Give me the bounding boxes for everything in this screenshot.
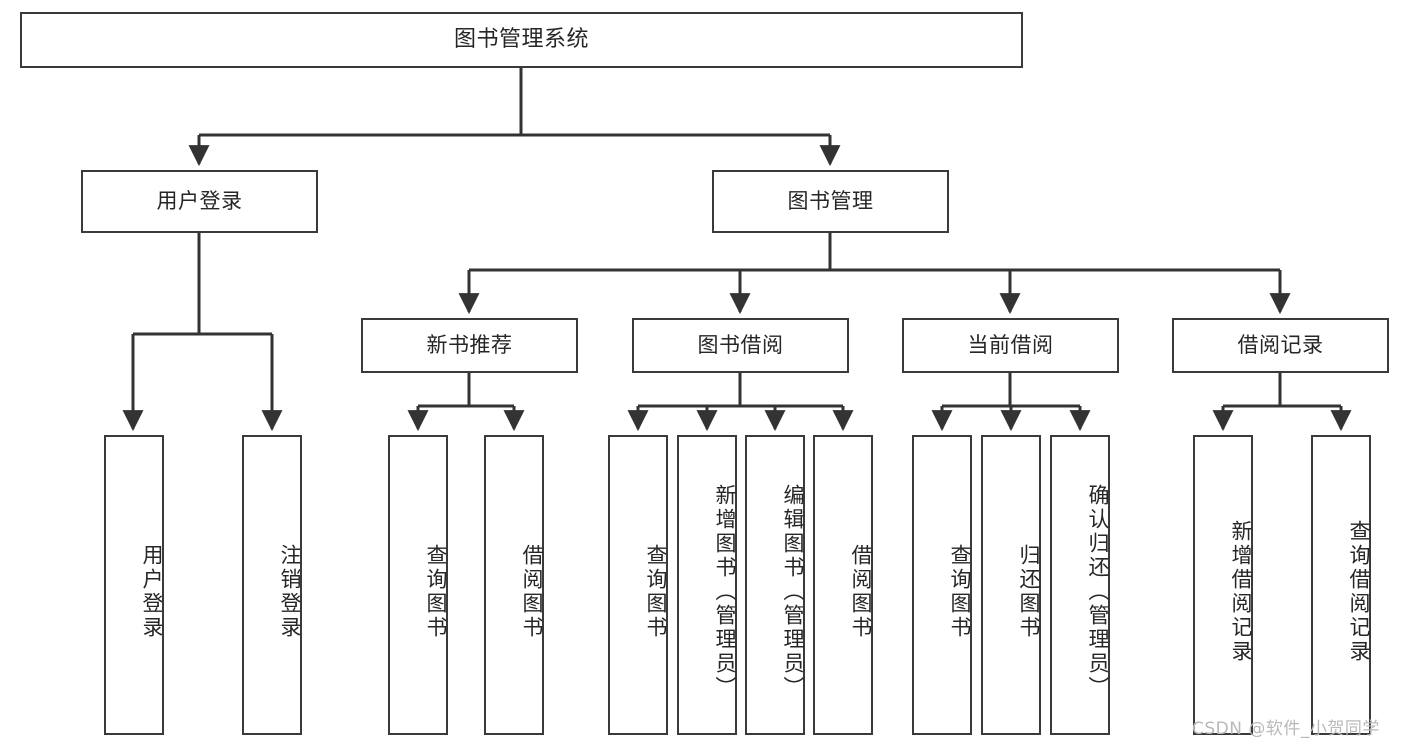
node-root[interactable]: 图书管理系统 (20, 12, 1023, 68)
node-leaf-query-book-2[interactable]: 查询图书 (608, 435, 668, 735)
node-leaf-query-record-label: 查询借阅记录 (1347, 520, 1371, 664)
node-book-manage-label: 图书管理 (787, 188, 874, 213)
node-leaf-user-login-label: 用户登录 (140, 544, 164, 640)
node-borrow-record-label: 借阅记录 (1237, 332, 1324, 357)
watermark: CSDN @软件_小贺同学 (1192, 719, 1380, 739)
node-leaf-add-book-label: 新增图书（管理员） (713, 484, 737, 700)
node-leaf-query-record[interactable]: 查询借阅记录 (1311, 435, 1371, 735)
node-leaf-query-book-3-label: 查询图书 (948, 544, 972, 640)
node-leaf-user-logout[interactable]: 注销登录 (242, 435, 302, 735)
node-book-borrow-label: 图书借阅 (697, 332, 784, 357)
node-leaf-query-book-3[interactable]: 查询图书 (912, 435, 972, 735)
node-leaf-borrow-book-1[interactable]: 借阅图书 (484, 435, 544, 735)
node-leaf-add-record-label: 新增借阅记录 (1229, 520, 1253, 664)
node-current-borrow[interactable]: 当前借阅 (902, 318, 1119, 373)
node-leaf-user-login[interactable]: 用户登录 (104, 435, 164, 735)
node-leaf-add-book[interactable]: 新增图书（管理员） (677, 435, 737, 735)
node-leaf-add-record[interactable]: 新增借阅记录 (1193, 435, 1253, 735)
node-book-manage[interactable]: 图书管理 (712, 170, 949, 233)
node-new-book-recommend-label: 新书推荐 (426, 332, 513, 357)
node-leaf-borrow-book-2-label: 借阅图书 (849, 544, 873, 640)
node-user-login[interactable]: 用户登录 (81, 170, 318, 233)
node-leaf-return-book[interactable]: 归还图书 (981, 435, 1041, 735)
node-leaf-confirm-return-label: 确认归还（管理员） (1086, 484, 1110, 700)
node-leaf-edit-book[interactable]: 编辑图书（管理员） (745, 435, 805, 735)
node-root-label: 图书管理系统 (453, 26, 589, 52)
node-leaf-query-book-1[interactable]: 查询图书 (388, 435, 448, 735)
node-leaf-borrow-book-2[interactable]: 借阅图书 (813, 435, 873, 735)
node-leaf-confirm-return[interactable]: 确认归还（管理员） (1050, 435, 1110, 735)
node-leaf-query-book-2-label: 查询图书 (644, 544, 668, 640)
node-current-borrow-label: 当前借阅 (967, 332, 1054, 357)
node-leaf-user-logout-label: 注销登录 (278, 544, 302, 640)
node-leaf-edit-book-label: 编辑图书（管理员） (781, 484, 805, 700)
node-borrow-record[interactable]: 借阅记录 (1172, 318, 1389, 373)
node-book-borrow[interactable]: 图书借阅 (632, 318, 849, 373)
node-leaf-return-book-label: 归还图书 (1017, 544, 1041, 640)
node-leaf-borrow-book-1-label: 借阅图书 (520, 544, 544, 640)
node-new-book-recommend[interactable]: 新书推荐 (361, 318, 578, 373)
node-user-login-label: 用户登录 (156, 188, 243, 213)
node-leaf-query-book-1-label: 查询图书 (424, 544, 448, 640)
